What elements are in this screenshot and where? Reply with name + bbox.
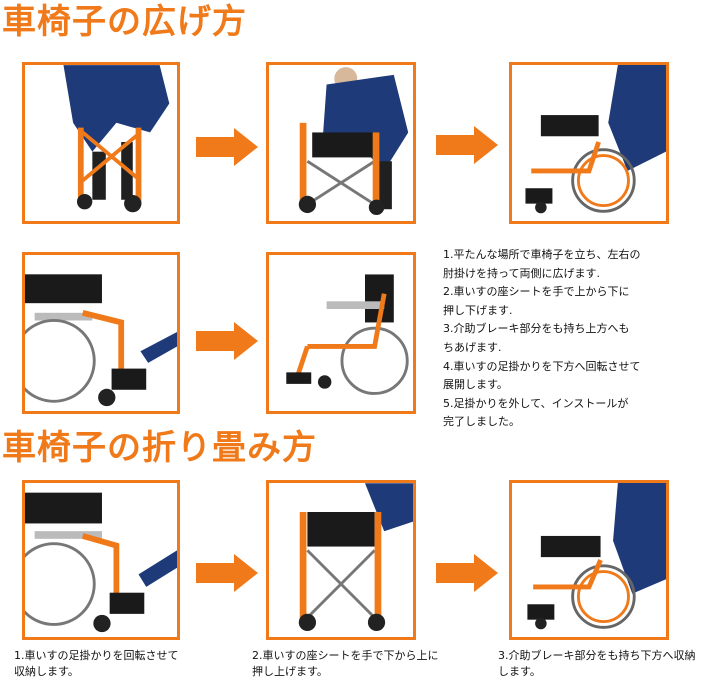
fold-photo-2	[266, 480, 416, 640]
unfold-photo-1	[22, 62, 180, 224]
fold-caption-3: 3.介助ブレーキ部分をも持ち下方へ収納 します。	[498, 648, 696, 680]
instruction-line: 完了しました。	[443, 415, 520, 429]
caption-line: 2.車いすの座シートを手で下から上に	[252, 649, 439, 662]
instruction-line: 5.足掛かりを外して、インストールが	[443, 396, 629, 410]
caption-line: 1.車いすの足掛かりを回転させて	[14, 649, 179, 662]
unfold-photo-3	[509, 62, 669, 224]
instruction-line: ちあげます.	[443, 340, 502, 354]
instruction-line: 4.車いすの足掛かりを下方へ回転させて	[443, 359, 641, 373]
instruction-line: 押し下げます.	[443, 303, 513, 317]
unfold-photo-2	[266, 62, 416, 224]
unfold-photo-4	[22, 252, 180, 414]
instruction-line: 2.車いすの座シートを手で上から下に	[443, 285, 630, 299]
caption-line: します。	[498, 665, 541, 678]
fold-photo-1	[22, 480, 180, 640]
instruction-line: 1.平たんな場所で車椅子を立ち、左右の	[443, 248, 641, 261]
right-arrow-icon	[436, 554, 498, 592]
right-arrow-icon	[196, 554, 258, 592]
fold-photo-3	[509, 480, 669, 640]
right-arrow-icon	[436, 126, 498, 164]
caption-line: 収納します。	[14, 665, 79, 678]
right-arrow-icon	[196, 128, 258, 166]
fold-caption-2: 2.車いすの座シートを手で下から上に 押し上げます。	[252, 648, 439, 680]
fold-heading: 車椅子の折り畳み方	[2, 428, 317, 468]
instruction-line: 肘掛けを持って両側に広げます.	[443, 266, 600, 280]
fold-caption-1: 1.車いすの足掛かりを回転させて 収納します。	[14, 648, 179, 680]
unfold-heading: 車椅子の広げ方	[2, 2, 247, 42]
caption-line: 3.介助ブレーキ部分をも持ち下方へ収納	[498, 649, 696, 662]
caption-line: 押し上げます。	[252, 665, 328, 678]
right-arrow-icon	[196, 322, 258, 360]
instruction-line: 3.介助ブレーキ部分をも持ち上方へも	[443, 322, 630, 336]
unfold-instructions: 1.平たんな場所で車椅子を立ち、左右の 肘掛けを持って両側に広げます. 2.車い…	[443, 246, 715, 432]
unfold-photo-5	[266, 252, 416, 414]
instruction-line: 展開します。	[443, 378, 508, 392]
